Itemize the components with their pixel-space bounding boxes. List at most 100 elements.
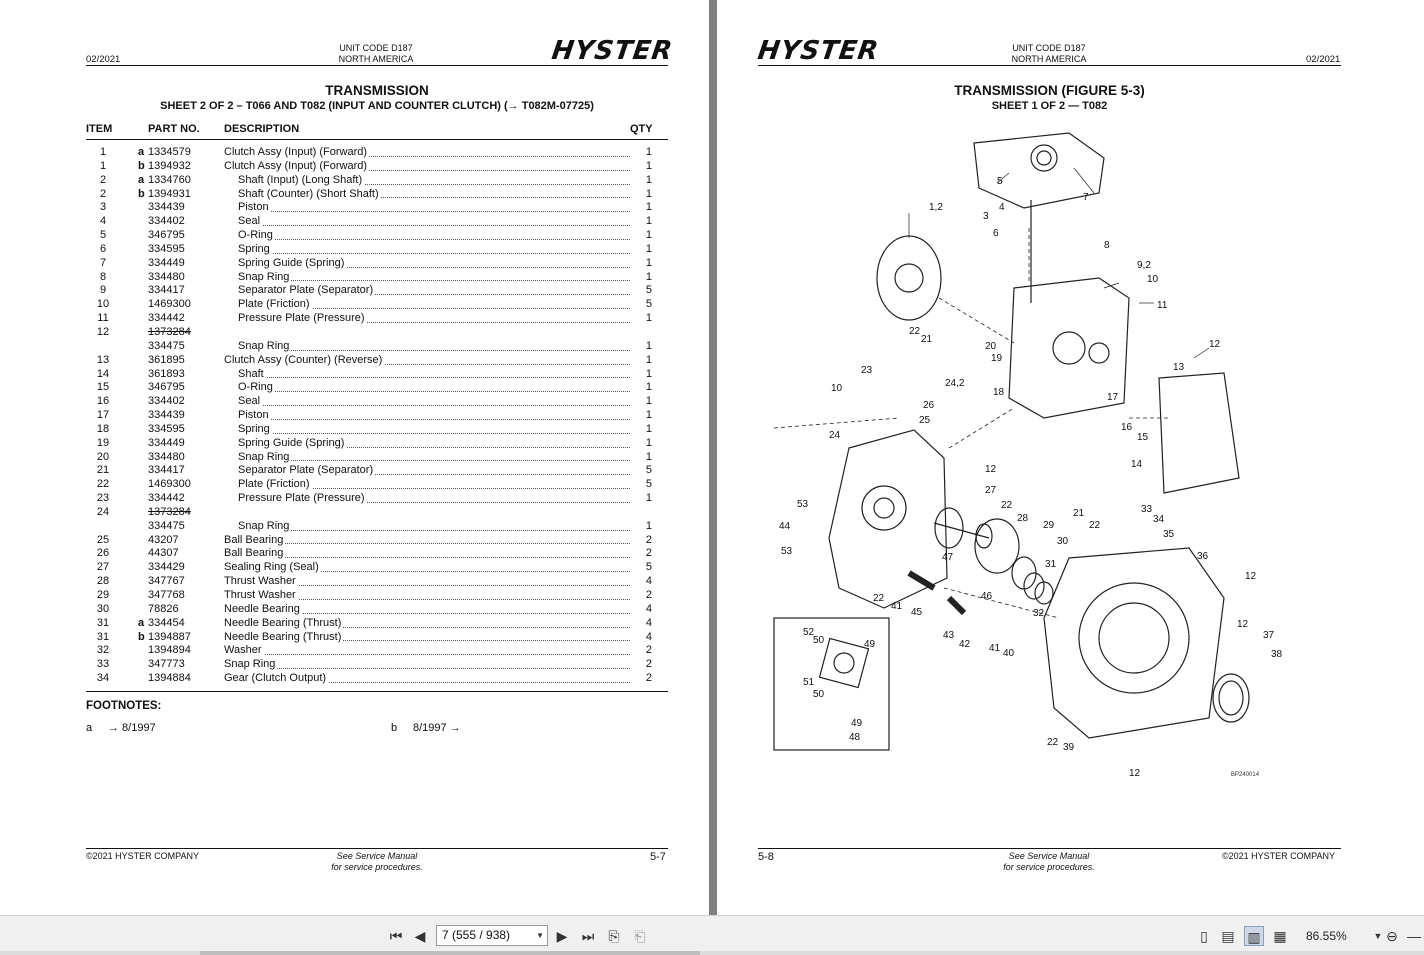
last-page-icon[interactable]: ⏭ [581,928,595,944]
cell-qty: 1 [645,339,652,352]
cell-part-no: 1334760 [148,173,191,186]
callout-label: 14 [1131,459,1143,470]
cell-description: Shaft (Counter) (Short Shaft) [238,187,630,202]
cell-part-no: 334442 [148,312,185,325]
cell-qty: 1 [645,450,652,463]
cell-part-no: 334454 [148,616,185,629]
cell-description: Needle Bearing (Thrust) [224,630,630,645]
cell-description: Shaft (Input) (Long Shaft) [238,173,630,188]
callout-label: 31 [1045,559,1057,570]
continuous-facing-icon[interactable]: ▦ [1273,928,1287,944]
cell-qty: 1 [645,312,652,325]
cell-qty: 2 [645,644,652,657]
callout-label: 3 [983,211,989,222]
filter-43 [946,595,967,616]
zoom-dropdown-icon[interactable]: ▼ [1373,931,1383,941]
first-page-icon[interactable]: ⏮ [389,928,403,944]
cell-description: Spring [238,242,630,257]
continuous-page-icon[interactable]: ▤ [1221,928,1235,944]
cell-item: 17 [96,409,110,422]
callout-label: 22 [1047,737,1059,748]
callout-label: 29 [1043,520,1055,531]
zoom-out-icon[interactable]: ⊖ [1386,928,1398,944]
front-case [828,429,948,609]
cell-part-no: 334402 [148,395,185,408]
cell-part-no: 334439 [148,201,185,214]
cell-variant: a [138,146,145,158]
cell-qty: 5 [645,284,652,297]
service-line-1: See Service Manual [336,851,418,861]
cell-item: 15 [96,381,110,394]
callout-label: 30 [1057,536,1069,547]
callout-label: 42 [959,639,971,650]
callout-label: 4 [999,202,1005,213]
callout-label: 32 [1033,608,1045,619]
cell-description: Snap Ring [238,519,630,534]
cell-qty: 1 [645,270,652,283]
horizontal-scrollbar[interactable] [0,951,1424,955]
callout-label: 53 [781,546,793,557]
cell-description: Ball Bearing [224,547,630,561]
scrollbar-thumb[interactable] [200,951,700,955]
cell-item: 9 [99,284,107,297]
header-unit-code: UNIT CODE D187 NORTH AMERICA [993,43,1105,65]
callout-label: 24 [829,430,841,441]
col-header-desc: DESCRIPTION [224,123,300,135]
single-page-icon[interactable]: ▯ [1200,928,1208,944]
callout-label: 25 [919,415,931,426]
cell-description: Clutch Assy (Input) (Forward) [224,159,630,174]
chevron-down-icon[interactable]: ▼ [536,931,544,940]
go-forward-icon[interactable]: ⎗ [634,928,646,944]
header-date: 02/2021 [86,54,121,65]
callout-label: 12 [1245,571,1257,582]
zoom-level[interactable]: 86.55% [1306,929,1347,943]
cell-part-no: 361895 [148,353,185,366]
cell-item: 29 [96,589,110,601]
footer-service-note: See Service Manual for service procedure… [982,851,1116,873]
cell-item: 23 [96,492,110,505]
callout-label: 5 [997,176,1003,187]
cell-description: Snap Ring [238,270,630,285]
header-rule [758,65,1341,66]
callout-label: 12 [1209,339,1221,350]
footnote-key: a [86,722,93,734]
next-page-icon[interactable]: ▶ [556,928,568,944]
table-header-rule [86,139,668,140]
cell-qty: 2 [645,533,652,546]
callout-label: 27 [985,485,997,496]
callout-label: 6 [993,228,999,239]
cell-description: Sealing Ring (Seal) [224,561,630,575]
go-back-icon[interactable]: ⎘ [608,928,620,944]
cell-qty: 4 [645,630,652,643]
zoom-slider-icon[interactable]: — [1407,928,1421,944]
callout-label: 9,2 [1137,260,1151,271]
document-viewport[interactable]: 02/2021 UNIT CODE D187 NORTH AMERICA HYS… [0,0,1424,915]
page-number-field[interactable]: 7 (555 / 938) ▼ [436,925,548,946]
cell-item: 19 [96,436,110,449]
cell-description: Needle Bearing [224,602,630,617]
viewer-toolbar: ⏮ ◀ 7 (555 / 938) ▼ ▶ ⏭ ⎘ ⎗ ▯ ▤ ▥ ▦ 86.5… [0,915,1424,955]
cell-item: 25 [96,533,110,546]
footnote-a: a→ 8/1997 [86,722,156,734]
col-header-part: PART NO. [148,123,200,135]
callout-label: 20 [985,341,997,352]
callout-label: 49 [864,639,876,650]
cell-description: Plate (Friction) [238,298,630,312]
callout-label: 19 [991,353,1003,364]
cell-part-no: 78826 [148,602,179,615]
facing-pages-icon[interactable]: ▥ [1244,926,1264,946]
previous-page-icon[interactable]: ◀ [414,928,426,944]
cell-qty: 2 [645,658,652,671]
cell-item: 16 [96,395,110,408]
callout-label: 22 [873,593,885,604]
footer-page-number: 5-8 [758,851,774,863]
cell-part-no: 334417 [148,284,185,297]
